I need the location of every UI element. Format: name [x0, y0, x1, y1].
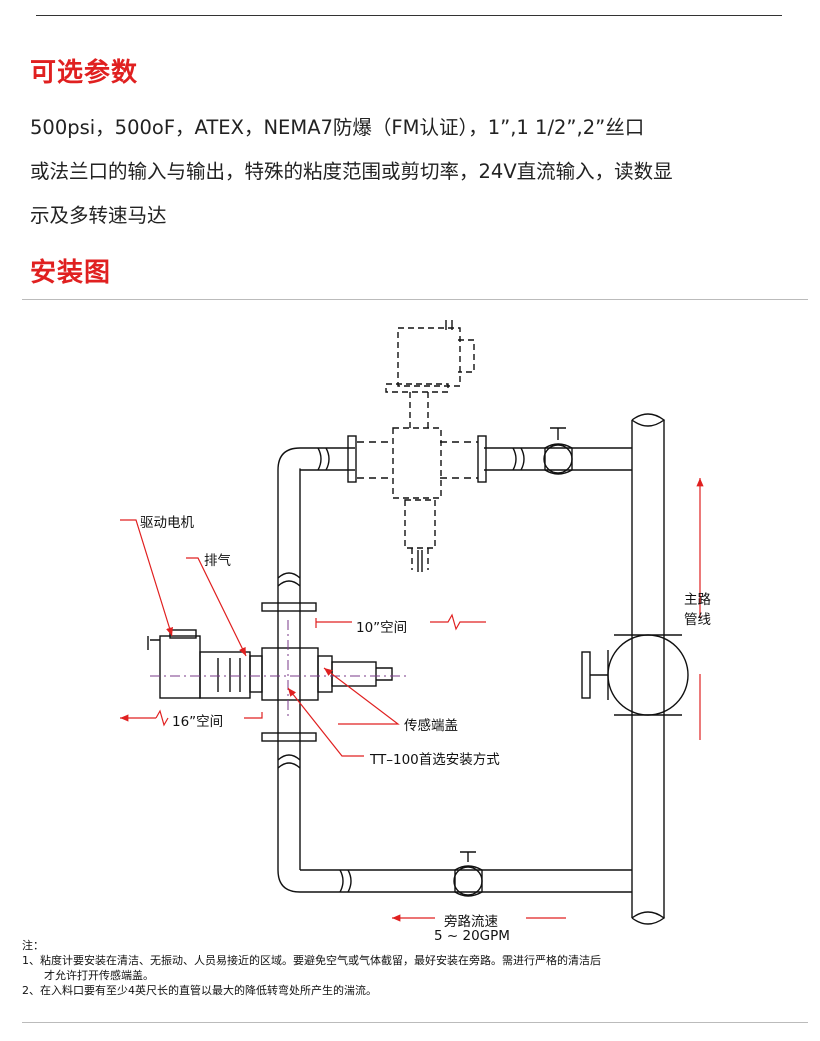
note-2: 2、在入料口要有至少4英尺长的直管以最大的降低转弯处所产生的湍流。 — [22, 984, 377, 997]
sensor-body — [261, 647, 319, 701]
label-main-pipe-1: 主路 — [684, 592, 711, 608]
label-spacing-16: 16”空间 — [172, 714, 224, 730]
note-1-continued: 才允许打开传感端盖。 — [44, 969, 154, 982]
label-bypass-speed: 旁路流速 — [444, 914, 498, 930]
label-bypass-range: 5 ~ 20GPM — [434, 928, 510, 944]
installation-diagram: 驱动电机 排气 10”空间 16”空间 传感端盖 TT–100首选安装方式 主路… — [0, 300, 820, 944]
options-line-3: 示及多转速马达 — [30, 204, 167, 227]
label-spacing-10: 10”空间 — [356, 620, 408, 636]
bottom-divider — [22, 1022, 808, 1023]
options-line-1: 500psi，500oF，ATEX，NEMA7防爆（FM认证），1”,1 1/2… — [30, 116, 645, 139]
top-bypass-pipe — [300, 447, 632, 471]
piping-schematic — [120, 320, 704, 925]
drive-motor — [159, 635, 201, 699]
options-line-2: 或法兰口的输入与输出，特殊的粘度范围或剪切率，24V直流输入，读数显 — [30, 160, 673, 183]
label-vent: 排气 — [204, 553, 231, 569]
main-pipe — [631, 420, 665, 918]
note-1: 1、粘度计要安装在清洁、无振动、人员易接近的区域。要避免空气或气体截留，最好安装… — [22, 954, 601, 967]
options-paragraph: 500psi，500oF，ATEX，NEMA7防爆（FM认证），1”,1 1/2… — [30, 106, 790, 238]
bottom-valve — [454, 865, 483, 897]
label-drive-motor: 驱动电机 — [140, 515, 194, 531]
left-bypass-pipe — [277, 470, 301, 870]
label-sensor-cap: 传感端盖 — [404, 718, 458, 734]
section-title-options: 可选参数 — [30, 58, 139, 88]
label-tt100: TT–100首选安装方式 — [370, 752, 500, 768]
section-title-installation: 安装图 — [30, 258, 112, 288]
notes: 注： 1、粘度计要安装在清洁、无振动、人员易接近的区域。要避免空气或气体截留，最… — [22, 938, 802, 998]
main-valve — [607, 634, 689, 716]
notes-heading: 注： — [22, 939, 44, 952]
label-main-pipe-2: 管线 — [684, 612, 711, 628]
installation-divider — [22, 299, 808, 300]
top-divider — [36, 15, 782, 16]
top-valve — [544, 443, 573, 475]
